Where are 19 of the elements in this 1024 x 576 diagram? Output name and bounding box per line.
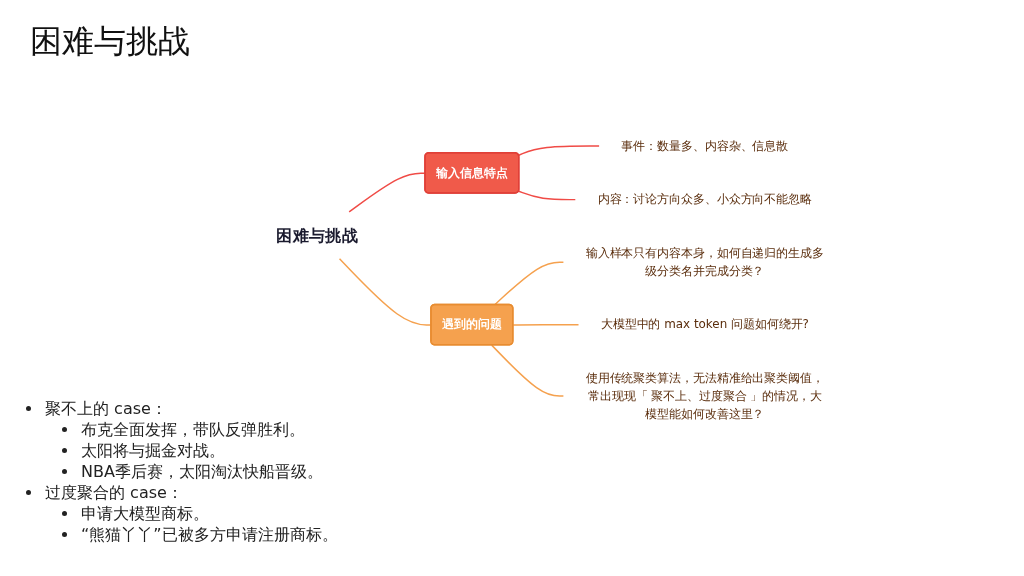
connector [518,190,577,201]
node-text: 使用传统聚类算法，无法精准给出聚类阈值，常出现现「 聚不上、过度聚合 」的情况，大模型能如何改善这里？ [585,370,824,421]
bullet-text: 过度聚合的 case： [45,482,183,503]
connector [493,261,565,306]
node-text: 困难与挑战 [276,226,358,245]
bullet-text: NBA季后赛，太阳淘汰快船晋级。 [81,461,323,482]
node-text: 输入样本只有内容本身，如何自递归的生成多级分类名并完成分类？ [585,245,824,278]
bullet-text: 布克全面发挥，带队反弹胜利。 [81,419,305,440]
connector [518,145,600,156]
bullet-text: 聚不上的 case： [45,398,167,419]
slide-title: 困难与挑战 [30,21,190,62]
bullet-text: 太阳将与掘金对战。 [81,440,225,461]
node-text: 大模型中的 max token 问题如何绕开? [600,317,809,332]
node-text: 事件：数量多、内容杂、信息散 [621,138,789,153]
bullet-text: 申请大模型商标。 [81,503,209,524]
node-text: 内容：讨论方向众多、小众方向不能忽略 [597,192,812,207]
connector [490,344,565,397]
connector [512,323,580,326]
bullet-text: “熊猫丫丫”已被多方申请注册商标。 [81,524,338,545]
